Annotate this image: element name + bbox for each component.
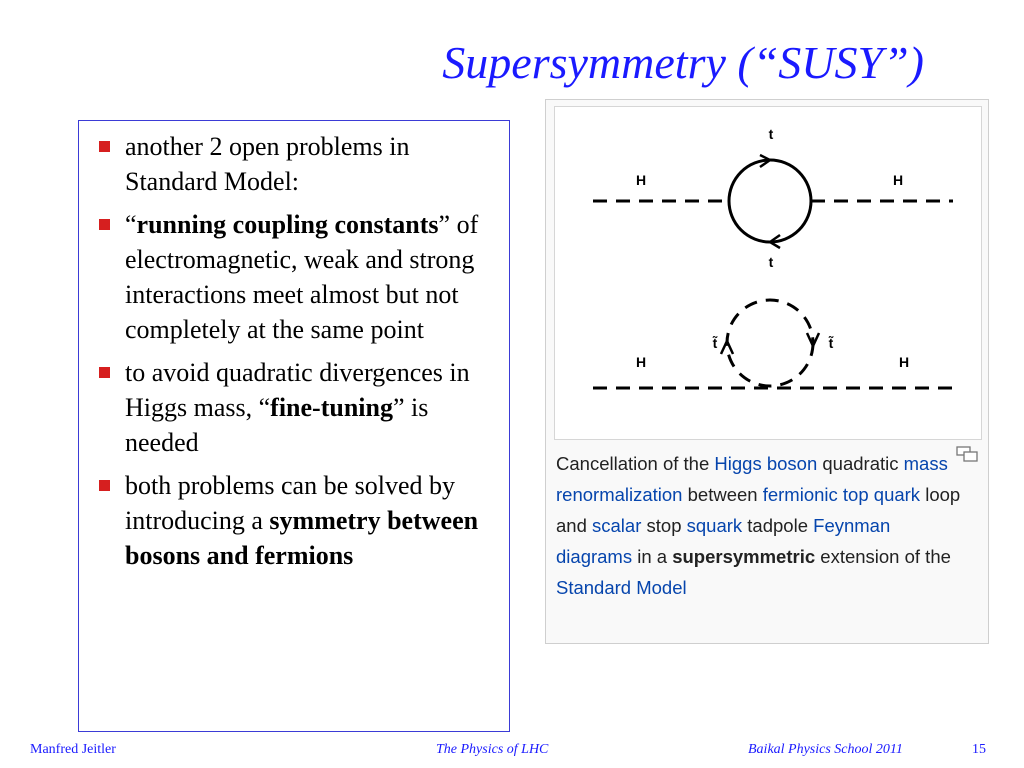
caption-text: between — [682, 484, 763, 505]
arrow-bottom-icon — [767, 233, 781, 250]
bullet-marker-icon — [99, 219, 110, 230]
caption-link[interactable]: Standard Model — [556, 577, 687, 598]
caption-text: in a — [632, 546, 673, 567]
arrow-left-icon — [719, 338, 735, 355]
bullet-marker-icon — [99, 480, 110, 491]
label-stop-right: t̃ — [828, 335, 834, 351]
footer-author: Manfred Jeitler — [30, 742, 116, 757]
caption-text: quadratic — [817, 453, 904, 474]
bullet-text: “ — [125, 210, 137, 239]
caption-link[interactable]: mass renormalization — [556, 453, 948, 505]
caption-link[interactable]: Higgs boson — [714, 453, 818, 474]
arrow-right-icon — [805, 332, 821, 349]
caption-link[interactable]: top quark — [842, 484, 921, 505]
caption-text: supersymmetric — [672, 546, 816, 567]
bullet-box: another 2 open problems in Standard Mode… — [78, 120, 510, 732]
bullet-marker-icon — [99, 141, 110, 152]
label-t-top: t — [769, 126, 774, 142]
enlarge-icon[interactable] — [956, 446, 978, 462]
caption-text: stop — [641, 515, 687, 536]
bullet-list: another 2 open problems in Standard Mode… — [89, 129, 501, 581]
caption-text: extension of the — [815, 546, 951, 567]
bullet-text: fine-tuning — [270, 393, 393, 422]
feynman-figure: t t H H t̃ t̃ H H Cancellation of the Hi… — [545, 99, 989, 644]
arrow-top-icon — [759, 153, 773, 169]
label-h-bottom-left: H — [636, 354, 646, 370]
footer-page-number: 15 — [972, 742, 986, 757]
stop-squark-loop — [725, 298, 815, 388]
bullet-item: “running coupling constants” of electrom… — [89, 207, 501, 347]
bullet-text: another 2 open problems in Standard Mode… — [125, 132, 410, 196]
caption-text: tadpole — [742, 515, 814, 536]
bullet-text: to avoid quadratic divergences in Higgs … — [125, 358, 470, 422]
label-t-bottom: t — [769, 254, 774, 270]
top-quark-loop — [727, 158, 813, 244]
caption-link[interactable]: fermionic — [762, 484, 838, 505]
footer-event: Baikal Physics School 2011 — [748, 742, 903, 757]
bullet-text: ” is needed — [125, 393, 429, 457]
label-stop-left: t̃ — [712, 335, 718, 351]
label-h-top-left: H — [636, 172, 646, 188]
caption-link[interactable]: Feynman diagrams — [556, 515, 891, 567]
label-h-bottom-right: H — [899, 354, 909, 370]
bullet-text: ” of electromagnetic, weak and strong in… — [125, 210, 479, 344]
bullet-text: both problems can be solved by introduci… — [125, 471, 455, 535]
caption-link[interactable]: squark — [686, 515, 743, 536]
bullet-item: another 2 open problems in Standard Mode… — [89, 129, 501, 199]
slide-title: Supersymmetry (“SUSY”) — [442, 37, 924, 88]
footer-talk: The Physics of LHC — [436, 742, 549, 757]
bullet-text: symmetry between bosons and fermions — [125, 506, 479, 570]
diagram-frame: t t H H t̃ t̃ H H — [554, 106, 982, 440]
caption-text: Cancellation of the — [556, 453, 715, 474]
bullet-marker-icon — [99, 367, 110, 378]
caption-link[interactable]: scalar — [592, 515, 642, 536]
caption-text: loop and — [556, 484, 961, 536]
figure-caption: Cancellation of the Higgs boson quadrati… — [556, 448, 966, 603]
bullet-item: both problems can be solved by introduci… — [89, 468, 501, 573]
bullet-text: running coupling constants — [136, 210, 439, 239]
bullet-item: to avoid quadratic divergences in Higgs … — [89, 355, 501, 460]
feynman-diagram: t t H H t̃ t̃ H H — [593, 126, 953, 390]
label-h-top-right: H — [893, 172, 903, 188]
